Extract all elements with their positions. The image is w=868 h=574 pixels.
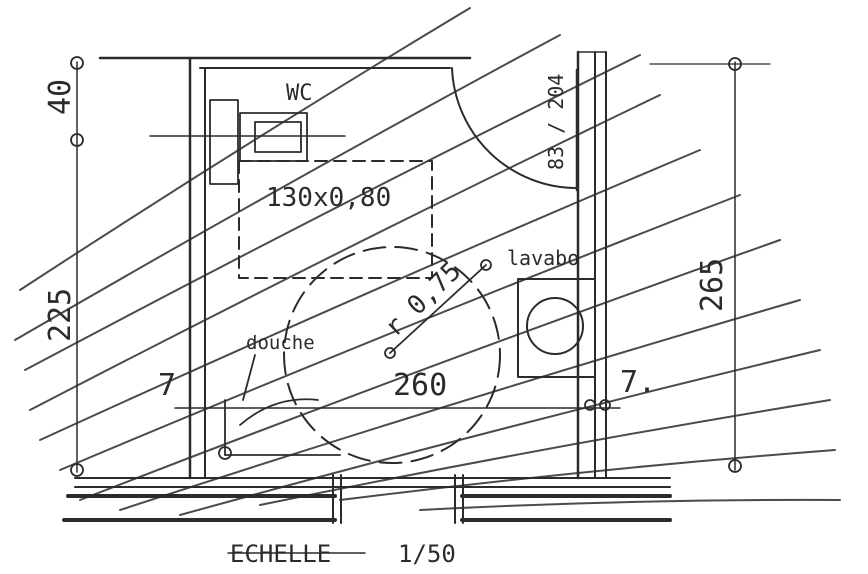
scale-label: ECHELLE [230, 540, 331, 568]
dimension-left-height: 225 [43, 288, 78, 342]
shower-label: douche [246, 332, 315, 354]
dimension-right-height: 265 [695, 258, 730, 312]
door [451, 67, 579, 192]
diagonal-hatching [14, 7, 841, 516]
shower [218, 354, 341, 460]
hatch-stroke [339, 449, 836, 501]
wc-fixture [149, 99, 346, 185]
turning-radius [384, 259, 492, 359]
hatch-stroke [79, 239, 781, 501]
dimension-room-width: 260 [393, 368, 447, 403]
hatch-stroke [19, 7, 471, 291]
hatch-stroke [24, 54, 641, 371]
dimension-right-margin: 7. [620, 365, 656, 400]
washbasin-label: lavabo [507, 246, 579, 270]
washbasin [517, 278, 596, 378]
hatch-stroke [59, 194, 741, 471]
wc-transfer-size: 130x0,80 [266, 183, 391, 213]
hatch-stroke [259, 399, 831, 506]
door-size-label: 83 / 204 [544, 74, 568, 170]
hatch-stroke [29, 94, 661, 411]
dimension-lines [70, 56, 771, 477]
hatch-stroke [419, 498, 841, 511]
scale-ratio: 1/50 [398, 540, 456, 568]
wc-label: WC [286, 81, 313, 106]
dimension-top-left: 40 [43, 79, 78, 115]
dimension-left-margin: 7 [158, 368, 176, 403]
hatch-stroke [14, 34, 561, 341]
bottom-wall [62, 474, 672, 524]
hatch-stroke [179, 349, 821, 516]
turning-circle [283, 246, 501, 464]
wc-transfer-area [238, 160, 433, 279]
